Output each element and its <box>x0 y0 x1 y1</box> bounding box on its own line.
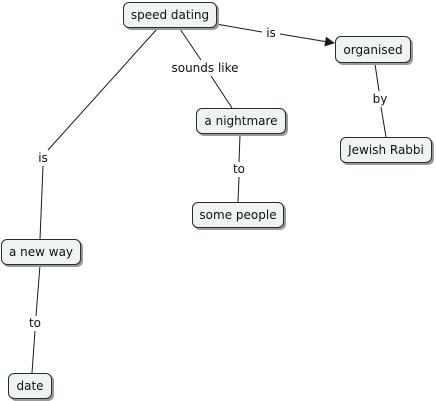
link-label-sounds-like: sounds like <box>169 61 241 75</box>
link-is-to-new-way <box>39 165 44 240</box>
concept-speed-dating[interactable]: speed dating <box>123 2 217 28</box>
link-by-to-jewish-rabbi <box>380 106 387 138</box>
concept-nightmare[interactable]: a nightmare <box>196 108 286 134</box>
link-nightmare-to-to <box>238 134 241 163</box>
link-organised-to-by <box>374 63 380 92</box>
concept-some-people[interactable]: some people <box>192 202 284 228</box>
link-speed-dating-to-is-2 <box>47 28 158 151</box>
link-label-by: by <box>370 92 390 106</box>
link-is-to-organised <box>279 33 335 47</box>
link-sounds-like-to-nightmare <box>210 75 233 109</box>
link-label-is-new-way: is <box>36 151 50 165</box>
link-to-to-date <box>31 330 36 374</box>
concept-date[interactable]: date <box>8 373 52 399</box>
link-new-way-to-to <box>35 264 41 317</box>
link-label-to-date: to <box>26 316 44 330</box>
concept-new-way[interactable]: a new way <box>1 239 81 265</box>
link-to-to-some-people <box>237 176 240 203</box>
link-label-is-organised: is <box>264 26 278 40</box>
concept-organised[interactable]: organised <box>335 36 411 63</box>
link-label-to-people: to <box>230 162 248 176</box>
concept-jewish-rabbi[interactable]: Jewish Rabbi <box>340 137 432 163</box>
link-speed-dating-to-sounds-like <box>179 28 202 61</box>
link-speed-dating-to-is <box>215 23 263 33</box>
